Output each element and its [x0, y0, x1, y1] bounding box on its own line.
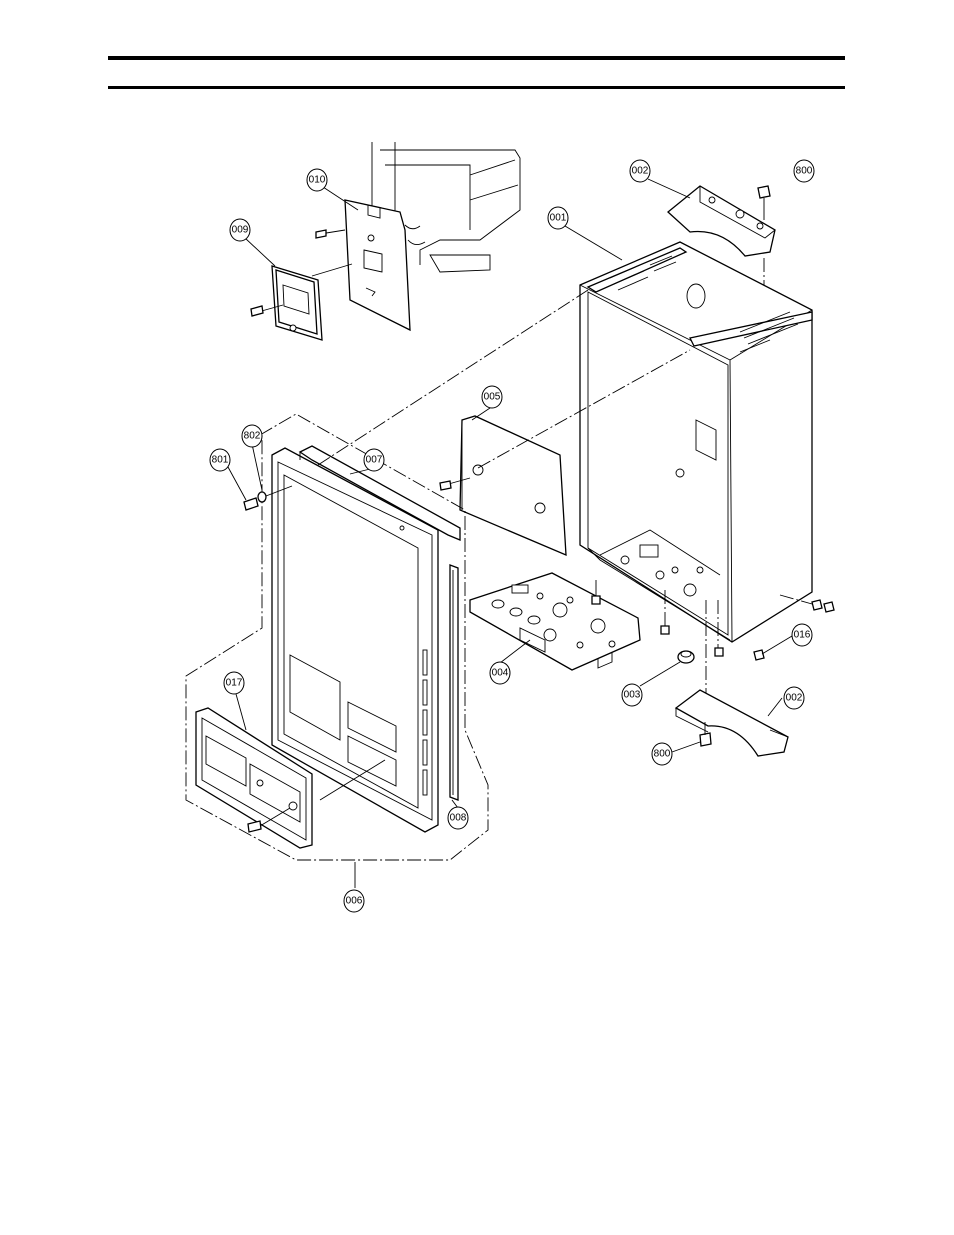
part-008-seal-strip: [450, 565, 458, 800]
callout-006: 006: [344, 890, 364, 912]
svg-text:001: 001: [550, 213, 567, 224]
svg-text:017: 017: [226, 678, 243, 689]
callout-017: 017: [224, 672, 244, 694]
svg-text:006: 006: [346, 896, 363, 907]
callout-003: 003: [622, 684, 642, 706]
svg-text:005: 005: [484, 392, 501, 403]
part-001-cabinet: [580, 242, 812, 642]
svg-text:007: 007: [366, 455, 383, 466]
callout-002-bottom: 002: [784, 687, 804, 709]
callout-010: 010: [307, 169, 327, 191]
part-009-display-module: [251, 264, 352, 340]
svg-text:802: 802: [244, 431, 261, 442]
callout-016: 016: [792, 624, 812, 646]
callout-001: 001: [548, 207, 568, 229]
svg-text:003: 003: [624, 690, 641, 701]
svg-text:002: 002: [786, 693, 803, 704]
callout-005: 005: [482, 386, 502, 408]
svg-text:800: 800: [654, 749, 671, 760]
part-002-bottom-bracket: [676, 690, 788, 756]
callout-002-top: 002: [630, 160, 650, 182]
svg-text:800: 800: [796, 166, 813, 177]
callout-008: 008: [448, 807, 468, 829]
svg-text:010: 010: [309, 175, 326, 186]
callout-007: 007: [364, 449, 384, 471]
callout-004: 004: [490, 662, 510, 684]
callout-800-top: 800: [794, 160, 814, 182]
callout-800-bottom: 800: [652, 743, 672, 765]
callout-802: 802: [242, 425, 262, 447]
svg-text:016: 016: [794, 630, 811, 641]
svg-text:009: 009: [232, 225, 249, 236]
svg-text:002: 002: [632, 166, 649, 177]
svg-text:008: 008: [450, 813, 467, 824]
callout-009: 009: [230, 219, 250, 241]
svg-text:004: 004: [492, 668, 509, 679]
part-004-plate: [470, 573, 640, 670]
part-010-plate: [316, 200, 410, 330]
part-003-grommet: [678, 651, 694, 663]
callout-801: 801: [210, 449, 230, 471]
svg-text:801: 801: [212, 455, 229, 466]
